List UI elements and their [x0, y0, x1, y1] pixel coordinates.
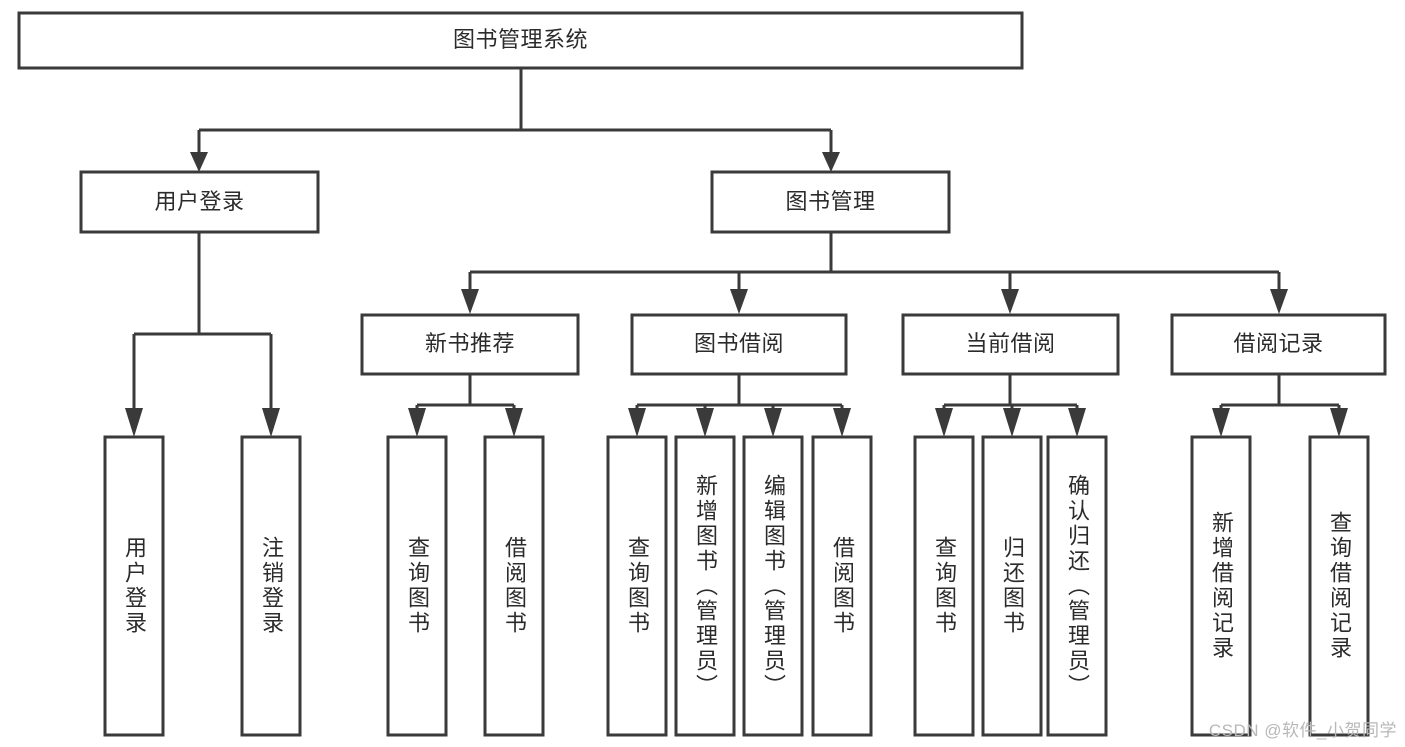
arrow-head-leaf-user-login [125, 408, 143, 437]
node-leaf-add-book-box[interactable] [674, 435, 736, 737]
node-root-box[interactable] [17, 11, 1024, 70]
node-leaf-add-record-box[interactable] [1190, 435, 1252, 737]
arrow-head-leaf-add-record [1212, 408, 1230, 437]
arrow-head-leaf-confirm-return [1068, 408, 1086, 437]
arrow-head-leaf-borrow-book-2 [833, 408, 851, 437]
node-leaf-borrow-book-1-box[interactable] [483, 435, 545, 737]
node-leaf-query-record-box[interactable] [1308, 435, 1370, 737]
node-leaf-borrow-book-2-box[interactable] [811, 435, 873, 737]
arrow-head-book-borrow [730, 289, 748, 314]
node-leaf-query-book-3-box[interactable] [913, 435, 975, 737]
node-book-manage-box[interactable] [710, 170, 951, 234]
arrow-head-borrow-record [1270, 289, 1288, 314]
arrow-head-book-manage [822, 152, 840, 172]
arrow-head-leaf-return-book [1003, 408, 1021, 437]
node-current-borrow-box[interactable] [901, 313, 1120, 376]
node-leaf-confirm-return-box[interactable] [1046, 435, 1108, 737]
node-book-borrow-box[interactable] [630, 313, 848, 376]
watermark-text: CSDN @软件_小贺同学 [1208, 721, 1397, 740]
node-new-book-recommend-box[interactable] [360, 313, 580, 376]
node-leaf-edit-book-box[interactable] [742, 435, 804, 737]
node-leaf-return-book-box[interactable] [981, 435, 1043, 737]
arrow-head-new-book-recommend [461, 289, 479, 314]
node-leaf-logout-login-box[interactable] [240, 435, 302, 737]
arrow-head-leaf-add-book [696, 408, 714, 437]
node-leaf-user-login-box[interactable] [103, 435, 165, 737]
arrow-head-leaf-query-book-2 [628, 408, 646, 437]
arrow-head-leaf-logout-login [262, 408, 280, 437]
arrow-head-current-borrow [1001, 289, 1019, 314]
arrow-head-leaf-borrow-book-1 [505, 408, 523, 437]
arrow-head-leaf-edit-book [764, 408, 782, 437]
arrow-head-leaf-query-book-1 [408, 408, 426, 437]
arrow-head-leaf-query-book-3 [935, 408, 953, 437]
arrow-head-leaf-query-record [1330, 408, 1348, 437]
node-leaf-query-book-2-box[interactable] [606, 435, 668, 737]
node-borrow-record-box[interactable] [1170, 313, 1387, 376]
node-leaf-query-book-1-box[interactable] [386, 435, 448, 737]
arrow-head-user-login [190, 152, 208, 172]
node-user-login-box[interactable] [79, 170, 320, 234]
